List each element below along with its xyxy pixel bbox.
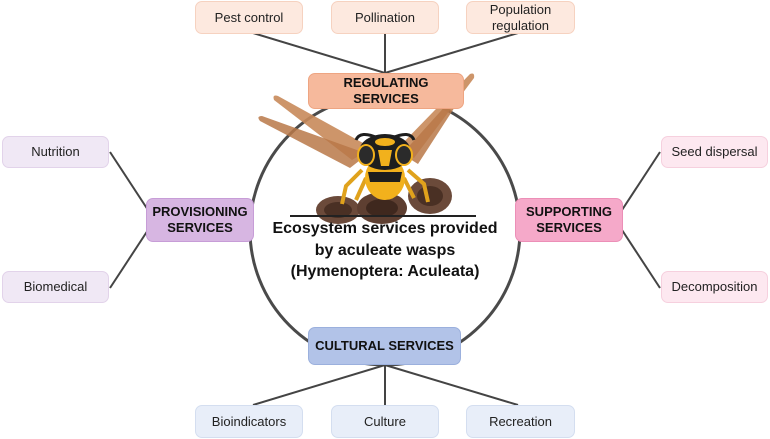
nutrition-label: Nutrition — [31, 144, 80, 160]
pollination-box: Pollination — [331, 1, 439, 34]
biomedical-label: Biomedical — [23, 279, 88, 295]
connector-pest-control — [252, 32, 386, 74]
population-regulation-label-line1: Population — [489, 1, 552, 17]
cultural-services-box: CULTURAL SERVICES — [308, 327, 461, 365]
connector-population-regulation — [384, 32, 519, 74]
pest-control-label: Pest control — [214, 9, 284, 25]
center-title-line3: (Hymenoptera: Aculeata) — [290, 263, 480, 281]
supporting-services-label-line2: SERVICES — [536, 220, 602, 235]
recreation-label: Recreation — [489, 413, 552, 429]
provisioning-services-label-line2: SERVICES — [167, 220, 233, 235]
culture-box: Culture — [331, 405, 439, 438]
connector-nutrition — [109, 151, 149, 211]
provisioning-services-box: PROVISIONING SERVICES — [146, 198, 254, 242]
regulating-services-box: REGULATING SERVICES — [308, 73, 464, 109]
bioindicators-label: Bioindicators — [211, 413, 287, 429]
center-title-line2: by aculeate wasps — [314, 241, 456, 259]
nutrition-box: Nutrition — [2, 136, 109, 168]
pollination-label: Pollination — [355, 9, 415, 25]
bioindicators-box: Bioindicators — [195, 405, 303, 438]
regulating-services-label: REGULATING SERVICES — [343, 75, 429, 106]
supporting-services-box: SUPPORTING SERVICES — [515, 198, 623, 242]
pest-control-box: Pest control — [195, 1, 303, 34]
center-title-line1: Ecosystem services provided — [272, 220, 498, 237]
culture-label: Culture — [364, 413, 406, 429]
seed-dispersal-label: Seed dispersal — [671, 144, 758, 160]
population-regulation-label-line2: regulation — [491, 17, 550, 33]
seed-dispersal-box: Seed dispersal — [661, 136, 768, 168]
supporting-services-label-line1: SUPPORTING — [526, 204, 612, 220]
cultural-services-label: CULTURAL SERVICES — [315, 338, 454, 354]
center-title: Ecosystem services provided by aculeate … — [262, 218, 508, 283]
provisioning-services-label-line1: PROVISIONING — [152, 204, 248, 220]
connector-decomposition — [621, 229, 661, 289]
connector-recreation — [384, 364, 519, 406]
biomedical-box: Biomedical — [2, 271, 109, 303]
connector-seed-dispersal — [621, 151, 661, 211]
connector-biomedical — [109, 229, 149, 289]
connector-bioindicators — [252, 364, 386, 406]
decomposition-label: Decomposition — [671, 279, 758, 295]
recreation-box: Recreation — [466, 405, 575, 438]
decomposition-box: Decomposition — [661, 271, 768, 303]
population-regulation-box: Population regulation — [466, 1, 575, 34]
